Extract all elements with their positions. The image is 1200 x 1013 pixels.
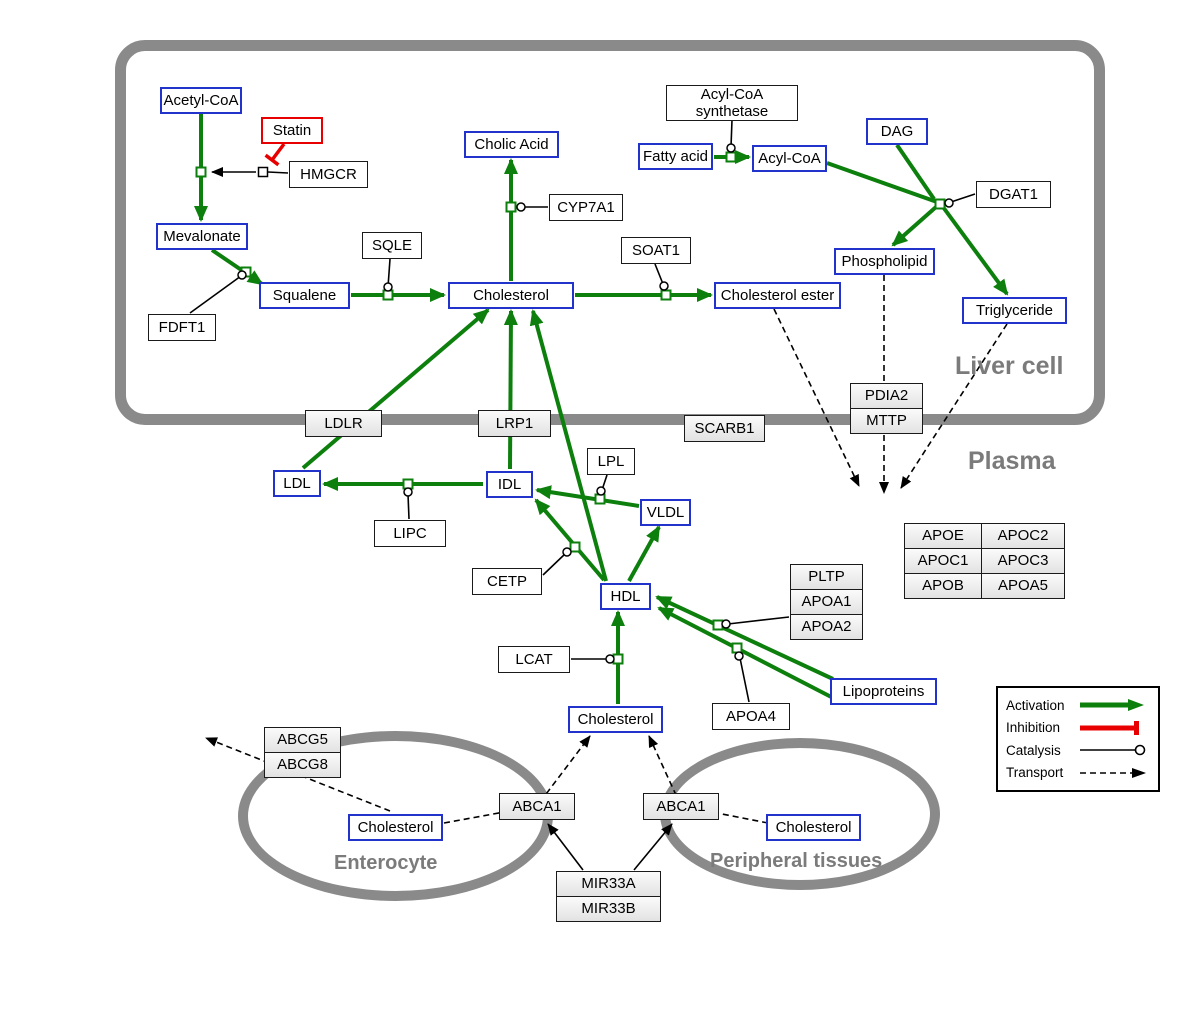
liver-cell-membrane [115,40,1105,425]
node-ldlr[interactable]: LDLR [305,410,382,437]
node-ldl[interactable]: LDL [273,470,321,497]
node-apoa2[interactable]: APOA2 [790,614,863,640]
node-hmgcr[interactable]: HMGCR [289,161,368,188]
node-apoa5[interactable]: APOA5 [981,573,1065,599]
legend-transport-label: Transport [1006,765,1064,781]
node-cholesterol-enterocyte[interactable]: Cholesterol [348,814,443,841]
node-lipoproteins[interactable]: Lipoproteins [830,678,937,705]
node-pltp[interactable]: PLTP [790,564,863,590]
node-phospholipid[interactable]: Phospholipid [834,248,935,275]
catalysis-circle-icon [1080,745,1146,756]
node-abcg8[interactable]: ABCG8 [264,752,341,778]
node-fatty-acid[interactable]: Fatty acid [638,143,713,170]
node-abcg5[interactable]: ABCG5 [264,727,341,753]
legend-activation-row: Activation [1006,694,1150,716]
activation-edges [194,114,1009,704]
node-abca1-enterocyte[interactable]: ABCA1 [499,793,575,820]
node-apoc1[interactable]: APOC1 [904,548,982,574]
node-pdia2[interactable]: PDIA2 [850,383,923,409]
node-idl[interactable]: IDL [486,471,533,498]
node-apoa4[interactable]: APOA4 [712,703,790,730]
node-statin[interactable]: Statin [261,117,323,144]
node-lcat[interactable]: LCAT [498,646,570,673]
node-apoc2[interactable]: APOC2 [981,523,1065,549]
catalysis-circles [237,143,954,664]
node-apoc3[interactable]: APOC3 [981,548,1065,574]
node-squalene[interactable]: Squalene [259,282,350,309]
node-hdl[interactable]: HDL [600,583,651,610]
legend-box: Activation Inhibition Catalysis Transpor… [996,686,1160,792]
node-dag[interactable]: DAG [866,118,928,145]
legend-transport-row: Transport [1006,762,1150,784]
reaction-nodes [195,151,946,665]
node-cholesterol-plasma[interactable]: Cholesterol [568,706,663,733]
node-abca1-peripheral[interactable]: ABCA1 [643,793,719,820]
node-acyl-coa[interactable]: Acyl-CoA [752,145,827,172]
node-apoe[interactable]: APOE [904,523,982,549]
legend-catalysis-label: Catalysis [1006,742,1061,758]
legend-inhibition-row: Inhibition [1006,717,1150,739]
node-mevalonate[interactable]: Mevalonate [156,223,248,250]
node-mttp[interactable]: MTTP [850,408,923,434]
node-cholesterol-peripheral[interactable]: Cholesterol [766,814,861,841]
plasma-label: Plasma [968,447,1056,475]
acyl-coa-synthetase-line2: synthetase [695,103,769,120]
legend-activation-label: Activation [1006,697,1065,713]
node-fdft1[interactable]: FDFT1 [148,314,216,341]
activation-arrow-icon [1080,699,1144,711]
inhibition-tbar-icon [1080,720,1139,735]
transport-arrow-icon [1080,767,1146,778]
node-cyp7a1[interactable]: CYP7A1 [549,194,623,221]
peripheral-tissues-label: Peripheral tissues [710,850,883,872]
node-mir33a[interactable]: MIR33A [556,871,661,897]
node-dgat1[interactable]: DGAT1 [976,181,1051,208]
node-lrp1[interactable]: LRP1 [478,410,551,437]
catalysis-edges [189,119,976,871]
node-soat1[interactable]: SOAT1 [621,237,691,264]
node-acetyl-coa[interactable]: Acetyl-CoA [160,87,242,114]
node-lipc[interactable]: LIPC [374,520,446,547]
node-apoa1[interactable]: APOA1 [790,589,863,615]
node-cetp[interactable]: CETP [472,568,542,595]
node-sqle[interactable]: SQLE [362,232,422,259]
node-cholesterol-ester[interactable]: Cholesterol ester [714,282,841,309]
node-cholesterol-liver[interactable]: Cholesterol [448,282,574,309]
legend-inhibition-label: Inhibition [1006,720,1061,736]
node-mir33b[interactable]: MIR33B [556,896,661,922]
acyl-coa-synthetase-line1: Acyl-CoA [700,86,764,103]
inhibition-edge [264,142,286,167]
node-scarb1[interactable]: SCARB1 [684,415,765,442]
node-lpl[interactable]: LPL [587,448,635,475]
enterocyte-label: Enterocyte [334,852,438,874]
node-vldl[interactable]: VLDL [640,499,691,526]
liver-cell-label: Liver cell [955,352,1064,380]
node-acyl-coa-synthetase[interactable]: Acyl-CoA synthetase [666,85,798,121]
node-apob[interactable]: APOB [904,573,982,599]
legend-catalysis-row: Catalysis [1006,739,1150,761]
node-triglyceride[interactable]: Triglyceride [962,297,1067,324]
node-cholic-acid[interactable]: Cholic Acid [464,131,559,158]
